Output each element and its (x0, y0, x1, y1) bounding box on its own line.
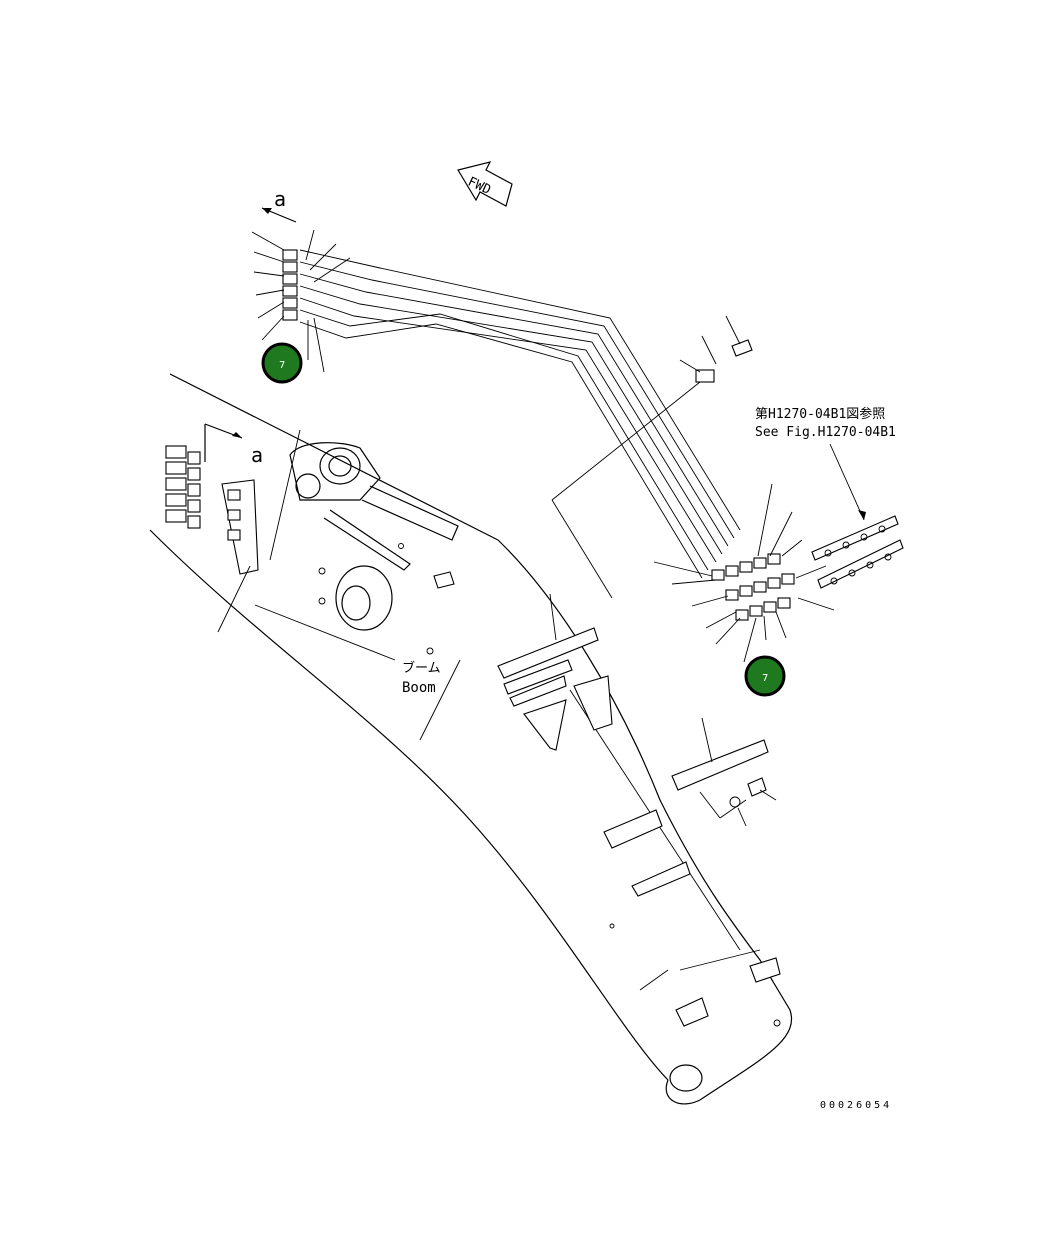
boom-label-en: Boom (402, 680, 436, 696)
view-a-label-left: a (251, 443, 263, 467)
boom-boss (318, 543, 781, 1027)
callout-number: 7 (279, 360, 285, 371)
clamp-assembly-left (165, 445, 259, 633)
view-a-label-top: a (274, 187, 286, 211)
hose-fittings-top-left (251, 229, 351, 373)
ref-label-en: See Fig.H1270-04B1 (755, 425, 896, 440)
ref-leader-arrow (829, 443, 866, 521)
boom-pivot (289, 442, 459, 571)
callout-7-right[interactable]: 7 (744, 655, 786, 697)
hose-fittings-right (653, 483, 835, 663)
fwd-arrow-icon: FWD (457, 161, 513, 207)
view-a-arrow-left: a (204, 423, 263, 467)
boom-label-jp: ブーム (402, 660, 441, 676)
callout-7-top-left[interactable]: 7 (261, 342, 303, 384)
bolt-top-right (551, 315, 753, 599)
clamp-plates-boom (497, 593, 781, 1027)
figure-number: 00026054 (820, 1100, 892, 1111)
ref-label-jp: 第H1270-04B1図参照 (755, 406, 885, 422)
callout-number: 7 (762, 673, 768, 684)
view-a-arrow-top: a (261, 187, 297, 223)
hose-bundle (299, 249, 741, 579)
fwd-label: FWD (465, 174, 493, 198)
clamp-strip-right (811, 515, 904, 589)
